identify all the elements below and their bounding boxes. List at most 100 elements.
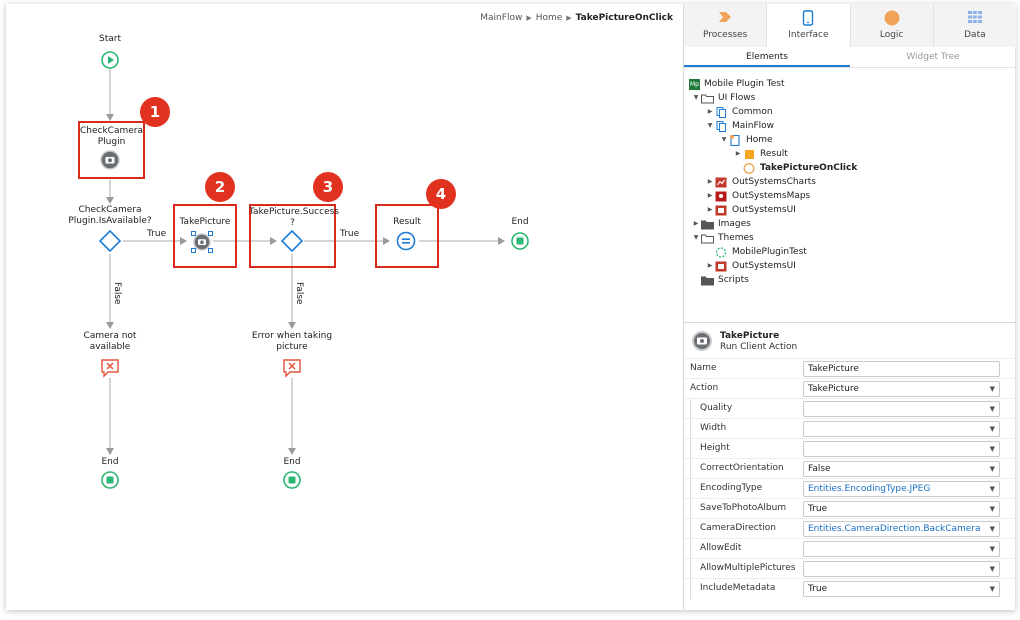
encoding-type-select[interactable]: Entities.EncodingType.JPEG▼ (803, 481, 1000, 497)
tab-processes[interactable]: Processes (684, 4, 768, 47)
prop-value: True (808, 504, 828, 514)
expand-right-icon[interactable]: ▶ (693, 220, 699, 227)
start-node[interactable] (101, 51, 119, 69)
tab-interface-label: Interface (788, 30, 829, 40)
width-select[interactable]: ▼ (803, 421, 1000, 437)
tree-item-label: OutSystemsCharts (732, 177, 816, 187)
assign-equals-icon (396, 231, 416, 251)
edge-true-2: True (340, 229, 360, 239)
prop-label: CameraDirection (700, 523, 776, 533)
if2-label-line1: TakePicture.Success (249, 207, 339, 217)
prop-row-height: Height ▼ (684, 438, 1016, 459)
prop-value: TakePicture (808, 364, 859, 374)
end-node-2[interactable] (283, 471, 301, 489)
tree-item-outsystems-charts[interactable]: ▶ OutSystemsCharts (705, 175, 816, 189)
tree-item-result[interactable]: ▶ Result (733, 147, 788, 161)
tree-item-outsystems-maps[interactable]: ▶ OutSystemsMaps (705, 189, 810, 203)
decision-diamond-icon (280, 229, 304, 253)
take-picture-node[interactable] (191, 231, 213, 253)
step-badge-2: 2 (205, 172, 235, 202)
end-node-1[interactable] (101, 471, 119, 489)
expand-down-icon[interactable]: ▼ (707, 122, 713, 129)
allow-multiple-pictures-select[interactable]: ▼ (803, 561, 1000, 577)
prop-row-name: Name TakePicture (684, 358, 1016, 378)
tree-item-label: Result (760, 149, 788, 159)
tab-elements[interactable]: Elements (684, 47, 850, 67)
correct-orientation-select[interactable]: False ▼ (803, 461, 1000, 477)
breadcrumb-item-mainflow[interactable]: MainFlow (480, 13, 523, 23)
tree-item-outsystems-ui-theme[interactable]: ▶ OutSystemsUI (705, 259, 796, 273)
expand-right-icon[interactable]: ▶ (707, 192, 713, 199)
quality-select[interactable]: ▼ (803, 401, 1000, 417)
expand-down-icon[interactable]: ▼ (693, 94, 699, 101)
tree-item-themes[interactable]: ▼ Themes (691, 231, 754, 245)
prop-row-camera-direction: CameraDirection Entities.CameraDirection… (684, 518, 1016, 539)
tree-item-mobile-plugin-test-theme[interactable]: MobilePluginTest (715, 245, 807, 259)
tree-item-label: UI Flows (718, 93, 756, 103)
tree-item-images[interactable]: ▶ Images (691, 217, 751, 231)
height-select[interactable]: ▼ (803, 441, 1000, 457)
tab-widget-tree[interactable]: Widget Tree (906, 52, 960, 62)
edge-false-1: False (112, 282, 122, 305)
tree-item-mainflow[interactable]: ▼ MainFlow (705, 119, 774, 133)
end-node-top[interactable] (511, 232, 529, 250)
prop-row-correct-orientation: CorrectOrientation False▼ (684, 458, 1016, 479)
prop-value: False (808, 464, 831, 474)
tree-item-take-picture-on-click[interactable]: TakePictureOnClick (743, 161, 857, 175)
result-label: Result (393, 217, 421, 227)
chevron-down-icon: ▼ (989, 405, 995, 413)
if-node-success[interactable] (280, 229, 304, 253)
take-picture-label: TakePicture (179, 217, 231, 227)
tree-item-outsystems-ui[interactable]: ▶ OutSystemsUI (705, 203, 796, 217)
name-input[interactable]: TakePicture (803, 361, 1000, 377)
if1-label-line2: Plugin.IsAvailable? (68, 216, 152, 226)
stop-icon (283, 471, 301, 489)
include-metadata-select[interactable]: True▼ (803, 581, 1000, 597)
if-node-camera-available[interactable] (98, 229, 122, 253)
camera-direction-select[interactable]: Entities.CameraDirection.BackCamera▼ (803, 521, 1000, 537)
expand-right-icon[interactable]: ▶ (707, 108, 713, 115)
save-to-photo-album-select[interactable]: True▼ (803, 501, 1000, 517)
tree-item-label: OutSystemsUI (732, 261, 796, 271)
tree-item-ui-flows[interactable]: ▼ UI Flows (691, 91, 755, 105)
expand-down-icon[interactable]: ▼ (721, 136, 727, 143)
chevron-right-icon: ▶ (566, 14, 572, 22)
tab-data[interactable]: Data (934, 4, 1016, 47)
expand-right-icon[interactable]: ▶ (735, 150, 741, 157)
breadcrumb-current: TakePictureOnClick (575, 13, 673, 23)
prop-label: SaveToPhotoAlbum (700, 503, 787, 513)
module-icon (715, 261, 728, 272)
prop-label: IncludeMetadata (700, 583, 776, 593)
tree-item-scripts[interactable]: Scripts (701, 273, 749, 287)
sub-tabs: Elements Widget Tree (684, 47, 1016, 68)
expand-right-icon[interactable]: ▶ (707, 206, 713, 213)
tree-item-common[interactable]: ▶ Common (705, 105, 773, 119)
flow-canvas[interactable]: MainFlow▶Home▶TakePictureOnClick (6, 4, 683, 610)
tab-logic[interactable]: Logic (851, 4, 934, 47)
prop-row-width: Width ▼ (684, 418, 1016, 439)
processes-icon (718, 10, 732, 27)
expand-right-icon[interactable]: ▶ (707, 178, 713, 185)
chevron-down-icon: ▼ (989, 465, 995, 473)
allow-edit-select[interactable]: ▼ (803, 541, 1000, 557)
chevron-down-icon: ▼ (989, 525, 995, 533)
tab-interface[interactable]: Interface (767, 4, 851, 47)
raise-error-node-2[interactable] (282, 358, 302, 378)
chevron-down-icon: ▼ (989, 545, 995, 553)
tree-item-mobile-plugin-test[interactable]: Mp Mobile Plugin Test (689, 77, 785, 91)
tree-item-home[interactable]: ▼ Home (719, 133, 773, 147)
highlight-result (375, 204, 439, 268)
result-node[interactable] (396, 231, 416, 251)
expand-right-icon[interactable]: ▶ (707, 262, 713, 269)
raise-error-node-1[interactable] (100, 358, 120, 378)
check-camera-node[interactable] (100, 150, 120, 170)
action-select[interactable]: TakePicture▼ (803, 381, 1000, 397)
expand-down-icon[interactable]: ▼ (693, 234, 699, 241)
prop-label: Quality (700, 403, 733, 413)
tree-item-label: OutSystemsUI (732, 205, 796, 215)
stop-icon (511, 232, 529, 250)
breadcrumb-item-home[interactable]: Home (535, 13, 563, 23)
camera-not-available-label-line2: available (89, 342, 131, 352)
prop-row-allow-edit: AllowEdit ▼ (684, 538, 1016, 559)
chevron-down-icon: ▼ (989, 425, 995, 433)
